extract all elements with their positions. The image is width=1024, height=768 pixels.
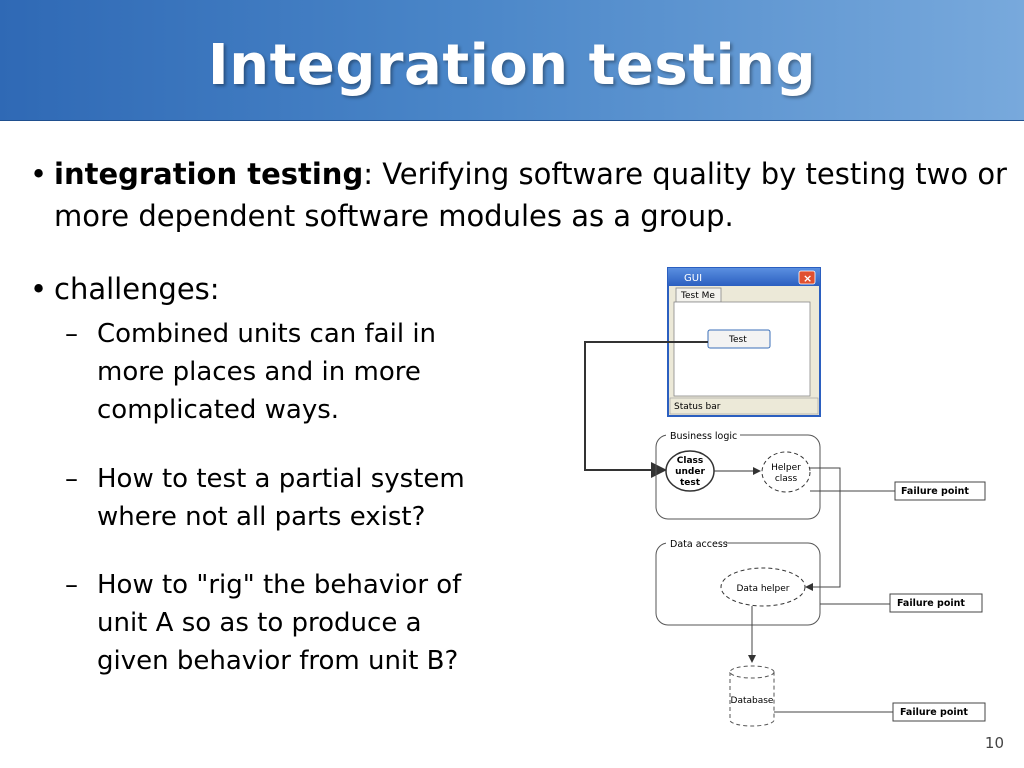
bullet-definition: : Verifying software quality by testing … bbox=[54, 157, 1007, 233]
page-number: 10 bbox=[984, 734, 1004, 752]
svg-text:test: test bbox=[680, 478, 701, 488]
sub-bullet-3: – How to "rig" the behavior of unit A so… bbox=[65, 566, 515, 680]
database-node: Database bbox=[729, 665, 775, 727]
svg-text:under: under bbox=[675, 467, 705, 477]
failure-point-box bbox=[889, 593, 983, 613]
failure-point-box bbox=[894, 481, 986, 501]
sub-bullet-text: How to test a partial system where not a… bbox=[97, 464, 465, 532]
svg-text:Test: Test bbox=[728, 335, 747, 345]
svg-text:Data helper: Data helper bbox=[736, 584, 789, 594]
close-icon bbox=[798, 270, 816, 285]
business-logic-label: Business logic bbox=[670, 431, 737, 442]
failure-point-label: Failure point bbox=[900, 707, 968, 718]
failure-point-box bbox=[892, 702, 986, 722]
helper-class-node bbox=[761, 451, 811, 493]
gui-test-button bbox=[707, 329, 771, 349]
svg-text:×: × bbox=[803, 272, 812, 285]
slide-title: Integration testing bbox=[207, 33, 817, 98]
bullet-challenges-text: challenges: bbox=[54, 272, 220, 306]
gui-to-class-arrow bbox=[584, 341, 708, 478]
failure-point-label: Failure point bbox=[897, 598, 965, 609]
bullet-term: integration testing bbox=[54, 157, 364, 191]
data-helper-node bbox=[720, 567, 806, 607]
failure-point-label: Failure point bbox=[901, 486, 969, 497]
bullet-integration-testing: • integration testing: Verifying softwar… bbox=[30, 153, 1015, 237]
data-access-box bbox=[655, 542, 821, 626]
bullet-dot: • bbox=[30, 157, 48, 191]
gui-title: GUI bbox=[684, 273, 702, 284]
gui-status-bar: Status bar bbox=[674, 402, 721, 412]
svg-text:Database: Database bbox=[731, 696, 774, 706]
svg-text:Helper: Helper bbox=[771, 463, 801, 473]
svg-text:Class: Class bbox=[677, 456, 703, 466]
bullet-challenges: • challenges: bbox=[30, 268, 220, 310]
sub-bullet-text: How to "rig" the behavior of unit A so a… bbox=[97, 570, 462, 676]
integration-diagram: GUI × Test Me Test Status bar Business l… bbox=[584, 267, 986, 727]
svg-text:Test Me: Test Me bbox=[680, 291, 715, 301]
svg-text:class: class bbox=[775, 474, 798, 484]
data-access-label: Data access bbox=[670, 539, 728, 550]
sub-bullet-2: – How to test a partial system where not… bbox=[65, 460, 515, 536]
title-bar: Integration testing bbox=[0, 0, 1024, 121]
bullet-dot: • bbox=[30, 272, 48, 306]
sub-bullet-text: Combined units can fail in more places a… bbox=[97, 319, 437, 425]
gui-window: GUI × Test Me Test Status bar bbox=[667, 267, 821, 417]
sub-bullet-1: – Combined units can fail in more places… bbox=[65, 315, 515, 429]
